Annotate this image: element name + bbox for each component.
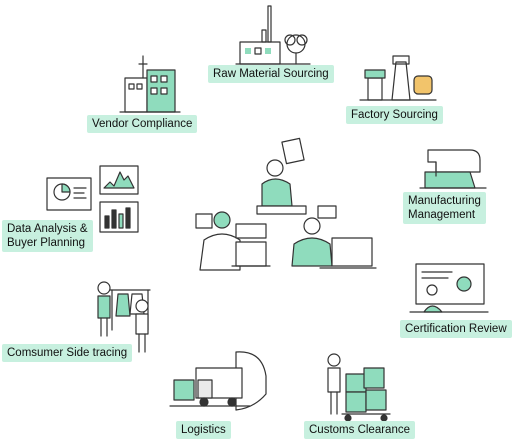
label-comsumer-side-tracing: Comsumer Side tracing bbox=[2, 344, 133, 362]
truck-icon bbox=[169, 351, 267, 411]
sewing-machine-icon bbox=[419, 149, 487, 189]
label-data-analysis-buyer-planning: Data Analysis & Buyer Planning bbox=[2, 220, 93, 252]
factory-icon bbox=[235, 5, 311, 65]
label-certification-review: Certification Review bbox=[400, 320, 512, 338]
building-icon bbox=[119, 55, 181, 113]
label-logistics: Logistics bbox=[176, 421, 231, 439]
label-factory-sourcing: Factory Sourcing bbox=[346, 106, 443, 124]
label-raw-material-sourcing: Raw Material Sourcing bbox=[208, 65, 334, 83]
label-vendor-compliance: Vendor Compliance bbox=[87, 115, 198, 133]
team-people-icon bbox=[195, 137, 377, 271]
bar-chart-icon bbox=[99, 201, 139, 233]
label-manufacturing-management: Manufacturing Management bbox=[403, 192, 486, 224]
cargo-boxes-icon bbox=[327, 353, 391, 422]
certificate-icon bbox=[409, 263, 489, 313]
clothes-rack-icon bbox=[97, 281, 151, 353]
label-customs-clearance: Customs Clearance bbox=[304, 421, 415, 439]
industrial-tools-icon bbox=[359, 55, 437, 101]
dashboard-icon bbox=[46, 177, 92, 211]
line-chart-icon bbox=[99, 165, 139, 195]
cotton-icon bbox=[284, 34, 308, 65]
